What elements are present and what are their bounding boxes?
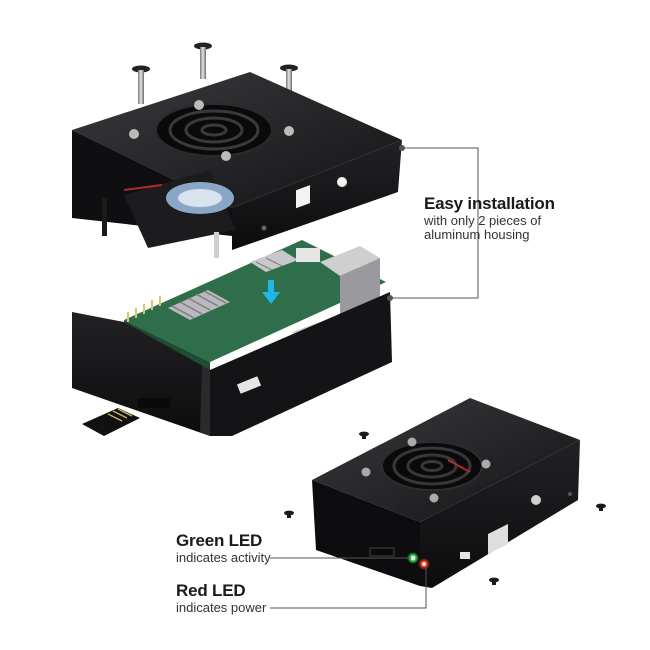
- screw: [489, 577, 499, 585]
- callout-red-led-description: indicates power: [176, 599, 267, 615]
- leader-lines: [270, 145, 479, 609]
- fan: [123, 170, 236, 248]
- callout-installation: Easy installation with only 2 pieces of …: [424, 194, 584, 243]
- callout-installation-line2: aluminum housing: [424, 227, 530, 243]
- callout-red-led-title: Red LED: [176, 581, 246, 600]
- red-led: [418, 558, 430, 570]
- screw: [359, 431, 369, 439]
- arrow-down-icon: [262, 280, 280, 304]
- bottom-housing: [72, 240, 392, 436]
- callout-red-led: Red LED indicates power: [176, 581, 326, 615]
- microsd-card: [82, 408, 140, 436]
- callout-installation-line1: with only 2 pieces of: [424, 212, 542, 228]
- assembled-case: [312, 398, 580, 588]
- callout-installation-title: Easy installation: [424, 194, 555, 213]
- leader-line-red-led: [270, 566, 427, 609]
- screws-loose: [284, 431, 606, 585]
- leader-line-installation: [390, 147, 479, 299]
- top-housing: [72, 72, 402, 258]
- screw: [280, 64, 298, 101]
- green-led: [407, 552, 419, 564]
- screw: [132, 65, 150, 104]
- callout-green-led-description: indicates activity: [176, 549, 271, 565]
- callout-green-led: Green LED indicates activity: [176, 531, 326, 565]
- heatsink: [168, 290, 230, 320]
- screw: [194, 42, 212, 79]
- screw: [596, 503, 606, 511]
- screw: [284, 510, 294, 518]
- callout-green-led-title: Green LED: [176, 531, 263, 550]
- heatsink-small: [250, 250, 298, 272]
